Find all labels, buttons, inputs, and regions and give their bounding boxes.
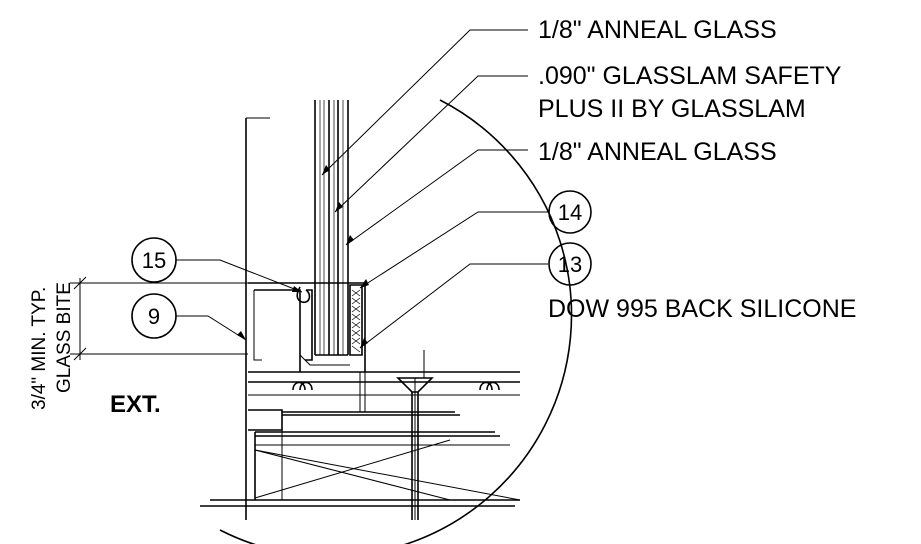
frame-extrusion xyxy=(200,282,521,507)
svg-text:13: 13 xyxy=(558,252,582,277)
leader-arrowheads xyxy=(237,165,369,348)
callout-interlayer-line2: PLUS II BY GLASSLAM xyxy=(538,95,806,123)
svg-text:15: 15 xyxy=(142,248,166,273)
gasket-15 xyxy=(296,286,313,361)
silicone-spacer xyxy=(349,284,363,356)
glass-bite-dimension xyxy=(70,276,248,361)
bubble-13: 13 xyxy=(548,242,592,286)
laminated-glass xyxy=(314,100,349,356)
dimension-line2: GLASS BITE xyxy=(54,282,75,393)
svg-text:14: 14 xyxy=(558,200,582,225)
callout-silicone: DOW 995 BACK SILICONE xyxy=(548,295,856,323)
svg-text:9: 9 xyxy=(148,304,160,329)
clip-right-icon xyxy=(479,381,500,391)
callout-interlayer-line1: .090" GLASSLAM SAFETY xyxy=(538,62,842,90)
bubble-9: 9 xyxy=(131,293,177,339)
anchor-screw xyxy=(396,350,434,520)
bubble-15: 15 xyxy=(131,237,177,283)
detail-boundary-arc xyxy=(219,99,573,544)
callout-glass-top: 1/8" ANNEAL GLASS xyxy=(538,16,777,44)
callout-glass-bottom: 1/8" ANNEAL GLASS xyxy=(538,138,777,166)
clip-left-icon xyxy=(292,381,313,391)
bubble-14: 14 xyxy=(548,190,592,234)
leader-lines xyxy=(176,29,548,349)
dimension-line1: 3/4" MIN. TYP. xyxy=(29,287,50,410)
side-label-ext: EXT. xyxy=(110,391,161,418)
